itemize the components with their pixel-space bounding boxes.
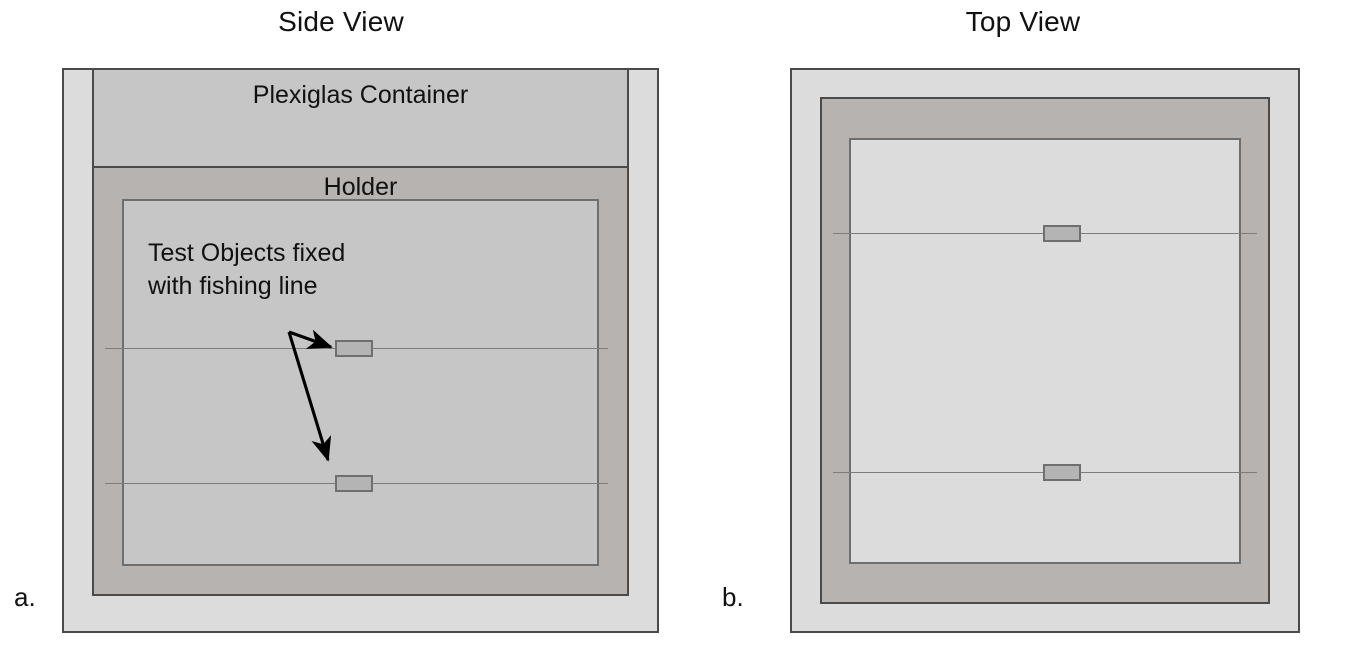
panel-letter-b: b.: [722, 582, 744, 612]
panel-side-view-title: Side View: [278, 6, 404, 37]
panel-letter-a: a.: [14, 582, 36, 612]
label-holder: Holder: [323, 173, 398, 201]
top-view-inner-cavity: [849, 138, 1241, 564]
panel-side-view: Side View Plexiglas Container Holder Tes…: [14, 6, 659, 633]
side-view-plexiglas-container-band: [92, 70, 629, 168]
top-view-test-object-upper: [1043, 225, 1081, 242]
side-view-test-object-upper: [335, 340, 373, 357]
top-view-test-object-lower: [1043, 464, 1081, 481]
label-plexiglas-container: Plexiglas Container: [252, 81, 469, 109]
label-test-objects: Test Objects fixed with fishing line: [148, 239, 346, 300]
side-view-inner-cavity: [122, 199, 599, 566]
panel-top-view-title: Top View: [965, 6, 1081, 37]
side-view-test-object-lower: [335, 475, 373, 492]
